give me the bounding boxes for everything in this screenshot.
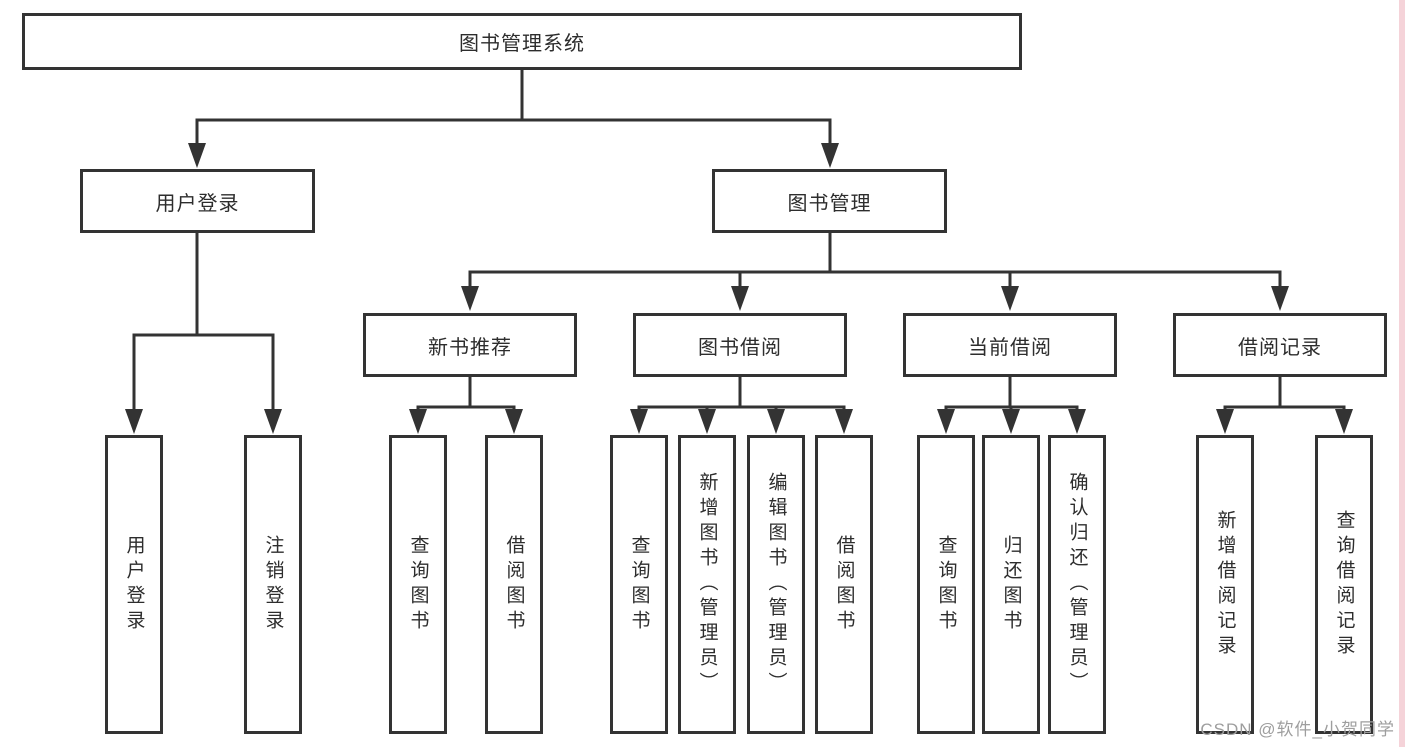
node-label: 新书推荐 — [428, 336, 512, 359]
leaf-user-login: 用户登录 — [105, 435, 163, 734]
node-label: 查询图书 — [935, 534, 957, 635]
leaf-query-book-current: 查询图书 — [917, 435, 975, 734]
node-label: 查询图书 — [407, 534, 429, 635]
node-label: 确认归还（管理员） — [1066, 472, 1088, 697]
node-label: 图书借阅 — [698, 336, 782, 359]
arrow-down-icon — [1068, 409, 1086, 434]
arrow-down-icon — [461, 286, 479, 311]
right-edge-strip — [1399, 0, 1405, 747]
leaf-query-book-recommend: 查询图书 — [389, 435, 447, 734]
arrow-down-icon — [409, 409, 427, 434]
leaf-confirm-return-admin: 确认归还（管理员） — [1048, 435, 1106, 734]
node-label: 查询图书 — [628, 534, 650, 635]
leaf-query-borrow-record: 查询借阅记录 — [1315, 435, 1373, 734]
arrow-down-icon — [1002, 409, 1020, 434]
arrow-down-icon — [1335, 409, 1353, 434]
arrow-down-icon — [821, 143, 839, 168]
arrow-down-icon — [937, 409, 955, 434]
leaf-edit-book-admin: 编辑图书（管理员） — [747, 435, 805, 734]
arrowhead-icons — [125, 143, 1353, 434]
arrow-down-icon — [1216, 409, 1234, 434]
leaf-return-book: 归还图书 — [982, 435, 1040, 734]
csdn-watermark: CSDN @软件_小贺同学 — [1200, 720, 1395, 739]
arrow-down-icon — [188, 143, 206, 168]
node-new-book-recommend: 新书推荐 — [363, 313, 577, 377]
leaf-query-book-borrow: 查询图书 — [610, 435, 668, 734]
node-book-borrow: 图书借阅 — [633, 313, 847, 377]
node-label: 图书管理 — [787, 192, 872, 215]
node-label: 新增借阅记录 — [1214, 509, 1236, 660]
node-label: 新增图书（管理员） — [696, 472, 718, 697]
node-label: 用户登录 — [155, 192, 240, 215]
node-label: 借阅图书 — [503, 534, 525, 635]
arrow-down-icon — [505, 409, 523, 434]
node-label: 用户登录 — [123, 534, 145, 635]
arrow-down-icon — [1271, 286, 1289, 311]
arrow-down-icon — [1001, 286, 1019, 311]
arrow-down-icon — [731, 286, 749, 311]
leaf-logout: 注销登录 — [244, 435, 302, 734]
node-label: 查询借阅记录 — [1333, 509, 1355, 660]
arrow-down-icon — [264, 409, 282, 434]
node-borrow-records: 借阅记录 — [1173, 313, 1387, 377]
node-book-management: 图书管理 — [712, 169, 947, 233]
leaf-borrow-book-recommend: 借阅图书 — [485, 435, 543, 734]
node-label: 借阅图书 — [833, 534, 855, 635]
leaf-add-book-admin: 新增图书（管理员） — [678, 435, 736, 734]
arrow-down-icon — [698, 409, 716, 434]
node-root-system: 图书管理系统 — [22, 13, 1022, 70]
node-current-borrow: 当前借阅 — [903, 313, 1117, 377]
arrow-down-icon — [835, 409, 853, 434]
leaf-add-borrow-record: 新增借阅记录 — [1196, 435, 1254, 734]
node-label: 图书管理系统 — [459, 33, 585, 55]
node-label: 归还图书 — [1000, 534, 1022, 635]
node-label: 借阅记录 — [1238, 336, 1322, 359]
node-label: 编辑图书（管理员） — [765, 472, 787, 697]
node-user-login: 用户登录 — [80, 169, 315, 233]
node-label: 当前借阅 — [968, 336, 1052, 359]
arrow-down-icon — [767, 409, 785, 434]
leaf-borrow-book: 借阅图书 — [815, 435, 873, 734]
arrow-down-icon — [125, 409, 143, 434]
arrow-down-icon — [630, 409, 648, 434]
node-label: 注销登录 — [262, 534, 284, 635]
